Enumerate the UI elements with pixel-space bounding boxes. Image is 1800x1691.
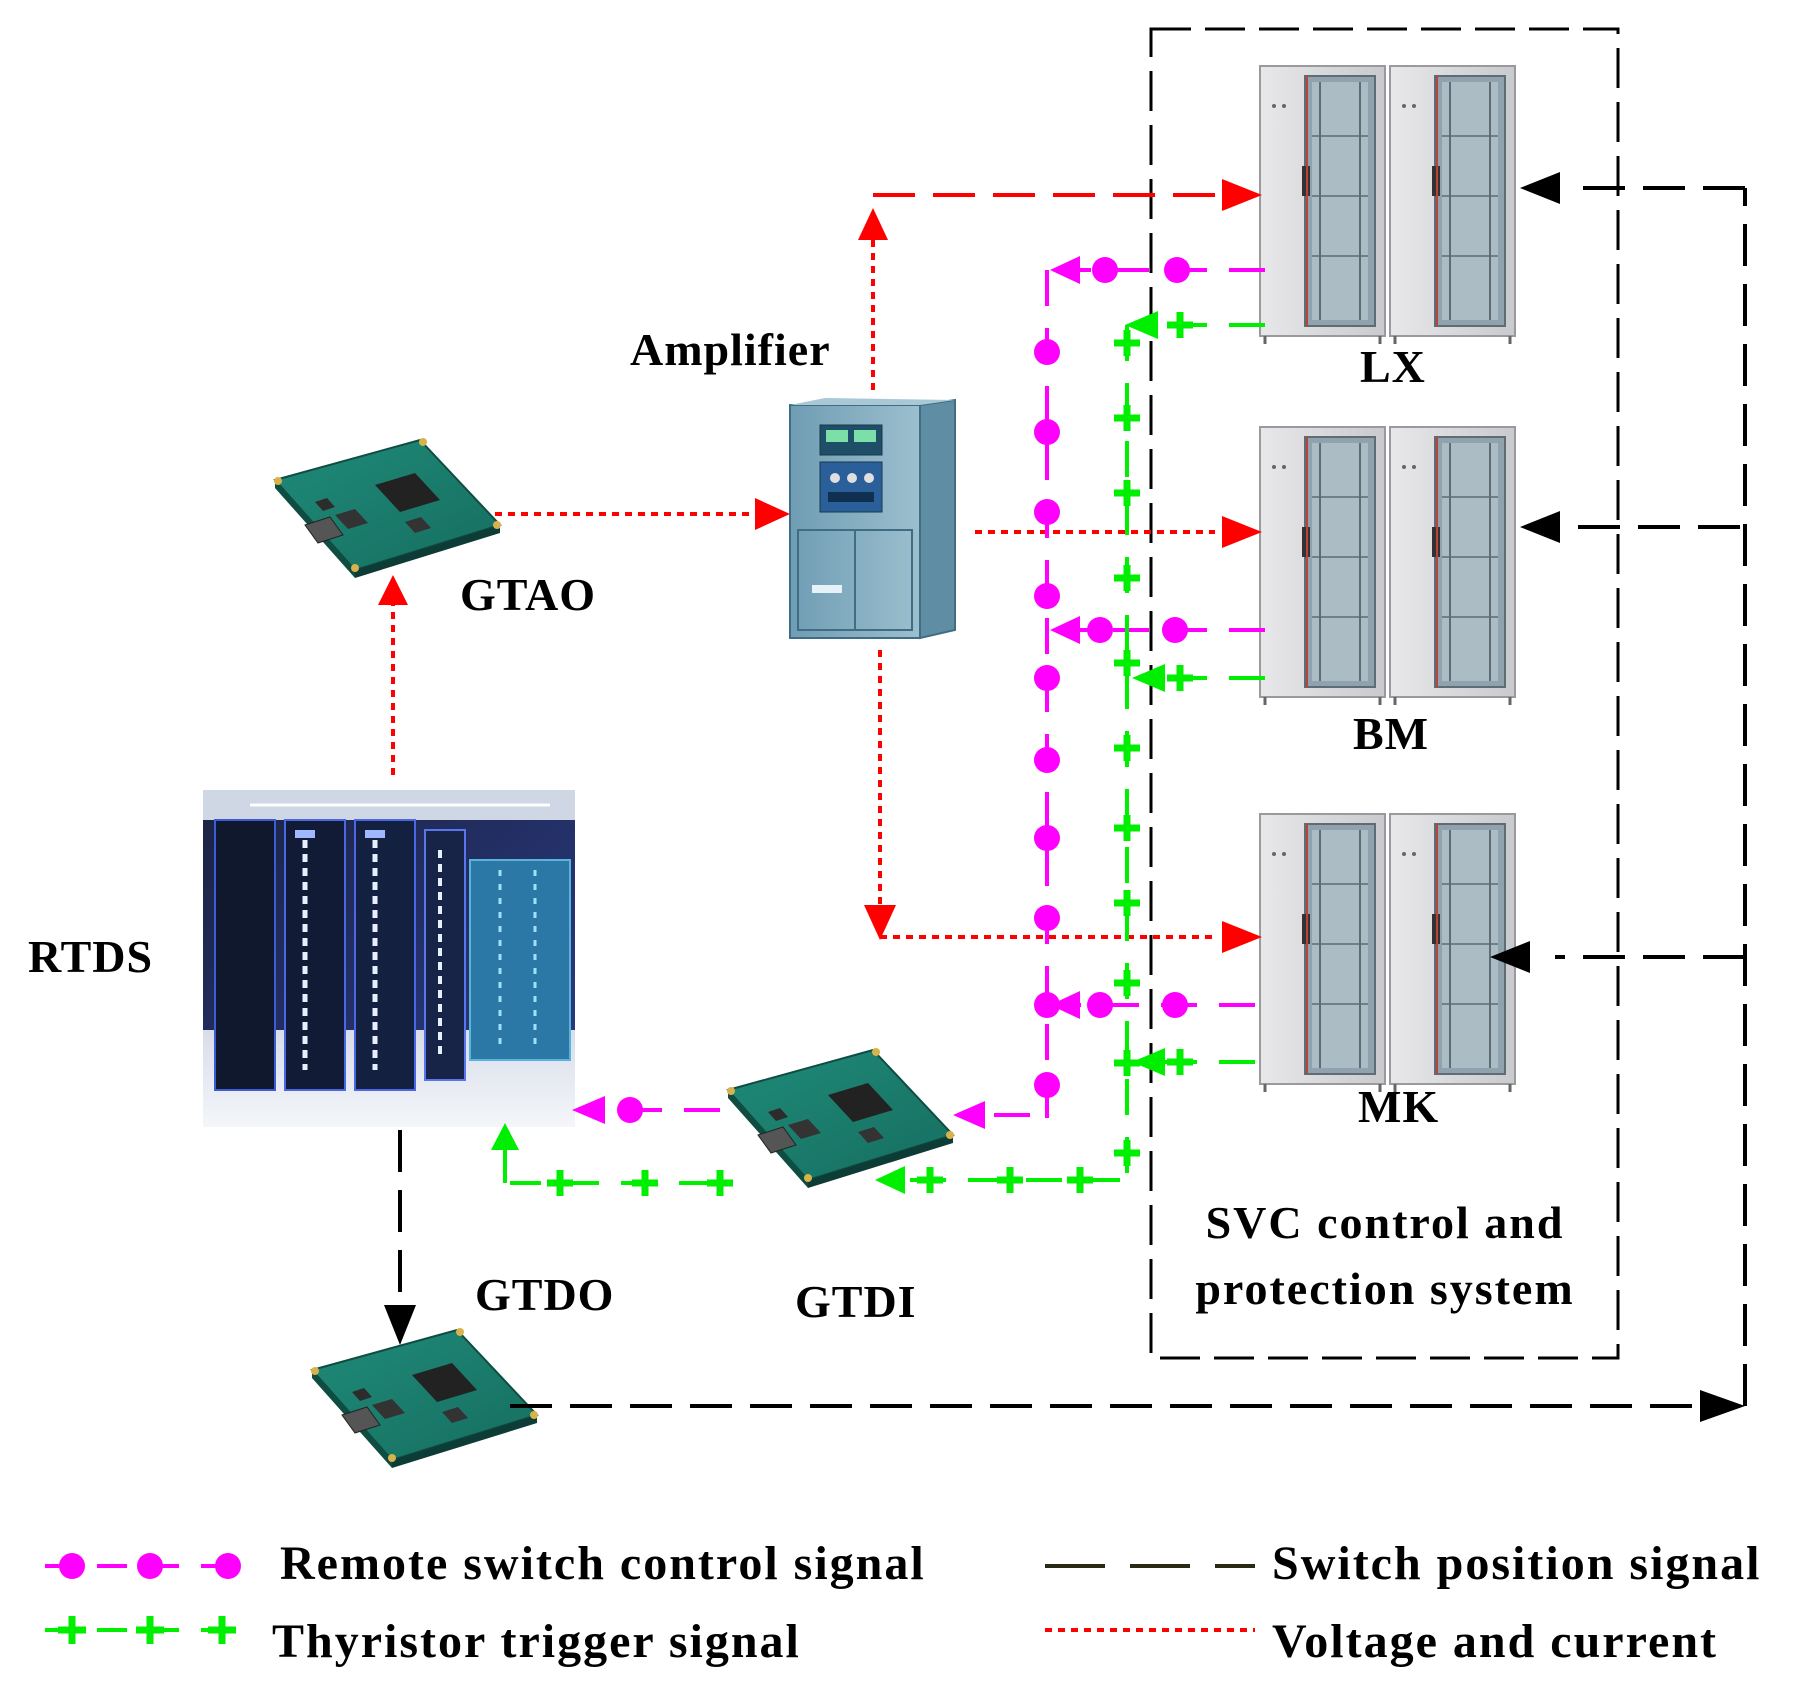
amplifier-label: Amplifier <box>630 324 831 375</box>
thyristor-markers <box>547 312 1193 1196</box>
bm-cabinets <box>1258 425 1517 707</box>
svc-label-line2: protection system <box>1195 1263 1575 1314</box>
gtdo-label: GTDO <box>475 1269 615 1320</box>
switch-position-lines <box>398 186 1747 1408</box>
rtds-image <box>203 790 575 1127</box>
bm-label: BM <box>1353 708 1430 759</box>
legend-thyristor-label: Thyristor trigger signal <box>272 1615 801 1668</box>
remote-switch-lines <box>600 268 1265 1120</box>
gtao-label: GTAO <box>460 569 597 620</box>
gtdi-label: GTDI <box>795 1276 917 1327</box>
legend-voltage-current-label: Voltage and current <box>1272 1615 1718 1668</box>
gtdo-board <box>310 1327 539 1469</box>
lx-label: LX <box>1360 341 1426 392</box>
voltage-current-arrows <box>378 179 1262 953</box>
amplifier-image <box>789 398 956 640</box>
svc-system-label: SVC control and protection system <box>1165 1190 1605 1322</box>
legend-remote-switch-label: Remote switch control signal <box>280 1537 926 1590</box>
voltage-current-lines <box>391 225 1215 939</box>
gtao-board <box>273 437 502 579</box>
thyristor-arrows <box>491 311 1165 1194</box>
mk-label: MK <box>1358 1081 1440 1132</box>
svc-label-line1: SVC control and <box>1205 1197 1565 1248</box>
legend-thyristor-symbol <box>45 1616 236 1644</box>
lx-cabinets <box>1258 64 1517 346</box>
switch-position-arrows <box>384 172 1745 1422</box>
mk-cabinets <box>1258 812 1517 1094</box>
svc-system-boundary <box>1149 27 1620 1360</box>
rtds-label: RTDS <box>28 931 154 982</box>
legend-switch-position-label: Switch position signal <box>1272 1537 1762 1590</box>
remote-switch-markers <box>572 256 1190 1129</box>
gtdi-board <box>726 1047 955 1189</box>
legend-remote-switch-symbol <box>45 1553 241 1579</box>
